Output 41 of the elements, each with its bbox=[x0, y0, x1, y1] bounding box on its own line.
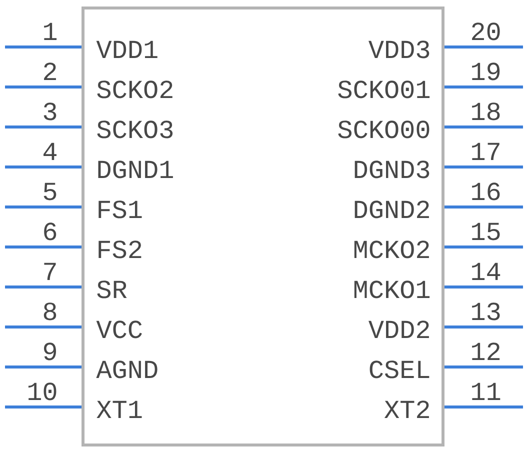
pin-name: SCKO3 bbox=[97, 120, 173, 138]
pin-name: DGND2 bbox=[354, 200, 429, 218]
pin-name: VDD3 bbox=[368, 40, 430, 58]
pin-number: 4 bbox=[44, 142, 56, 160]
pin-name: FS1 bbox=[98, 200, 142, 218]
pin-name: SCKO01 bbox=[338, 80, 430, 98]
pin-number: 6 bbox=[44, 222, 56, 240]
pin-number: 19 bbox=[472, 62, 500, 80]
pin-number: 1 bbox=[44, 22, 57, 40]
pin-name: VDD1 bbox=[96, 40, 158, 58]
pin-name: SCKO2 bbox=[97, 80, 172, 98]
pin-number: 20 bbox=[472, 22, 500, 40]
pin-number: 3 bbox=[44, 102, 56, 120]
pin-number: 17 bbox=[472, 142, 500, 160]
pin-name: XT1 bbox=[96, 400, 142, 418]
pin-name: VDD2 bbox=[368, 320, 429, 338]
pin-number: 11 bbox=[472, 382, 500, 400]
pin-name: AGND bbox=[96, 360, 158, 378]
pin-name: DGND1 bbox=[98, 160, 173, 178]
pin-number: 7 bbox=[44, 262, 56, 280]
pin-number: 9 bbox=[44, 342, 56, 360]
pin-number: 18 bbox=[472, 102, 500, 120]
pin-name: MCKO2 bbox=[354, 240, 429, 258]
pin-number: 8 bbox=[44, 302, 56, 320]
pin-number: 12 bbox=[472, 342, 500, 360]
pin-name: CSEL bbox=[370, 360, 430, 378]
pin-number: 10 bbox=[28, 382, 56, 400]
pin-number: 16 bbox=[472, 182, 500, 200]
pin-number: 5 bbox=[44, 182, 56, 200]
pin-name: VCC bbox=[96, 320, 142, 338]
pin-name: MCKO1 bbox=[354, 280, 430, 298]
pin-number: 13 bbox=[472, 302, 500, 320]
pin-number: 2 bbox=[44, 62, 56, 80]
pin-number: 15 bbox=[472, 222, 500, 240]
pin-name: DGND3 bbox=[354, 160, 430, 178]
pin-name: SCKO00 bbox=[338, 120, 430, 138]
pin-name: SR bbox=[97, 280, 127, 298]
chip-body bbox=[82, 6, 444, 446]
pin-number: 14 bbox=[472, 262, 500, 280]
pin-name: FS2 bbox=[98, 240, 142, 258]
pin-name: XT2 bbox=[384, 400, 429, 418]
